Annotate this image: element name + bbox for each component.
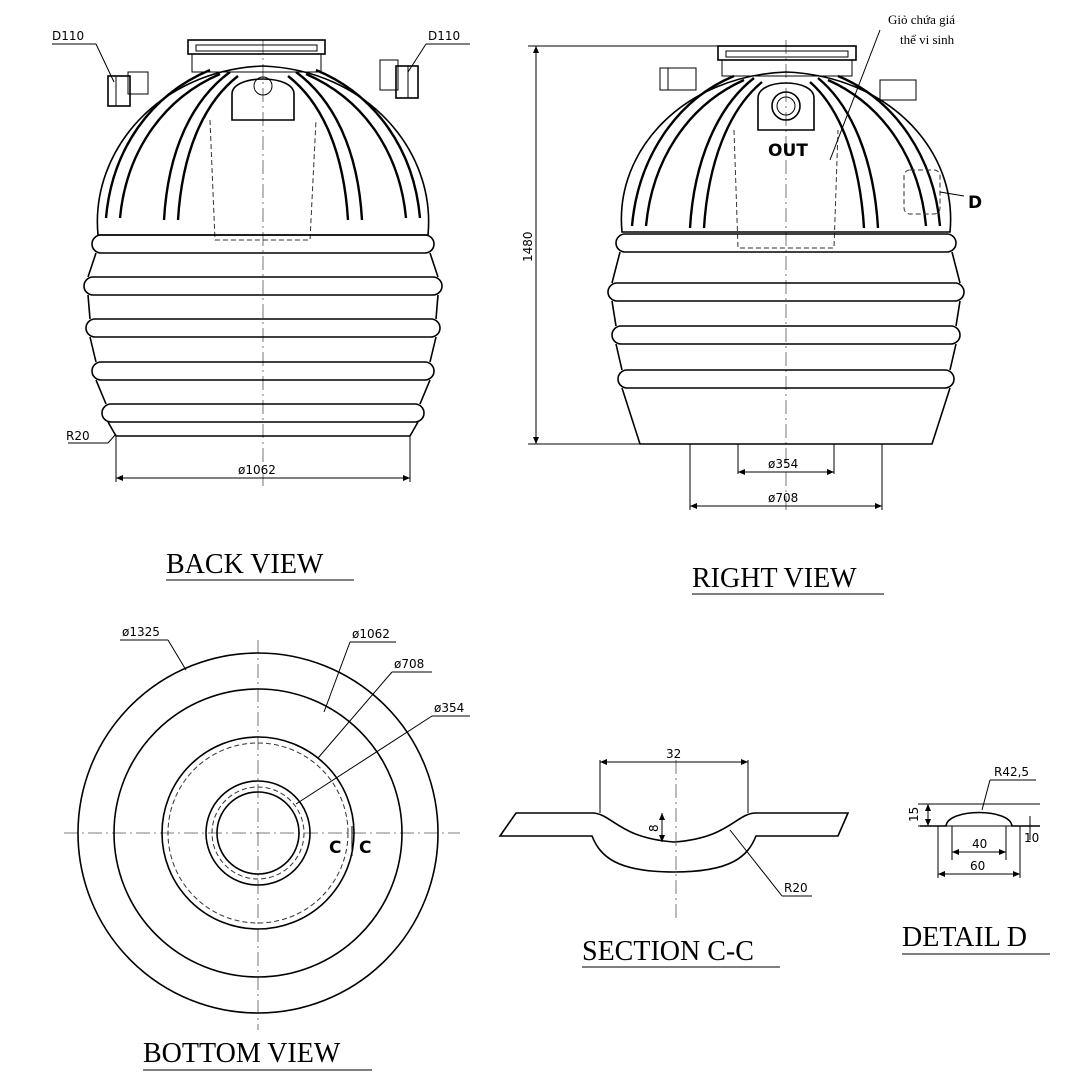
dome-ribs xyxy=(104,68,422,221)
basket-note-line2: thể vi sinh xyxy=(900,32,955,47)
section-mark-left: C xyxy=(329,838,341,858)
section-hatch xyxy=(498,812,850,873)
section-depth-label: 8 xyxy=(647,824,661,832)
detail-height-label: 15 xyxy=(907,807,921,822)
pipe-right xyxy=(395,65,419,99)
right-body-rings xyxy=(607,233,965,445)
detail-outer-width-label: 60 xyxy=(970,859,985,873)
section-title: SECTION C-C xyxy=(582,936,754,967)
detail-inner-width-label: 40 xyxy=(972,837,987,851)
right-dome-ribs xyxy=(630,74,942,229)
detail-ref-label: D xyxy=(968,193,982,213)
back-diameter-label: ø1062 xyxy=(238,463,276,477)
basket-note-line1: Giỏ chứa giá xyxy=(888,12,955,27)
back-radius-label: R20 xyxy=(66,429,90,443)
bottom-d708-label: ø708 xyxy=(394,657,424,671)
right-inner-diameter-label: ø354 xyxy=(768,457,798,471)
tank-body-rings xyxy=(83,234,443,437)
bottom-d1062-label: ø1062 xyxy=(352,627,390,641)
section-radius-label: R20 xyxy=(784,881,808,895)
detail-radius-label: R42,5 xyxy=(994,765,1029,779)
bottom-view: ø1325 ø1062 ø708 ø354 C C BOTTOM VIEW xyxy=(64,625,470,1071)
outlet-label: OUT xyxy=(768,141,808,161)
pipe-left-label: D110 xyxy=(52,29,84,43)
pipe-right-label: D110 xyxy=(428,29,460,43)
ring-354 xyxy=(205,780,311,886)
back-view-title: BACK VIEW xyxy=(166,549,324,580)
bottom-view-title: BOTTOM VIEW xyxy=(143,1038,341,1069)
section-width-label: 32 xyxy=(666,747,681,761)
section-mark-right: C xyxy=(359,838,371,858)
ring-1062 xyxy=(113,688,403,978)
back-view: ø1062 R20 D110 D110 BACK VIEW xyxy=(52,29,470,581)
right-outer-diameter-label: ø708 xyxy=(768,491,798,505)
detail-d: 40 60 15 10 R42,5 DETAIL D xyxy=(902,765,1050,955)
bottom-d354-label: ø354 xyxy=(434,701,464,715)
right-view: OUT D xyxy=(521,12,982,595)
section-cc: 32 8 R20 SECTION C-C xyxy=(498,747,850,968)
detail-thickness-label: 10 xyxy=(1024,831,1039,845)
ring-1325 xyxy=(77,652,439,1014)
height-label: 1480 xyxy=(521,231,535,262)
right-view-title: RIGHT VIEW xyxy=(692,563,857,594)
ring-708 xyxy=(161,736,355,930)
bottom-d1325-label: ø1325 xyxy=(122,625,160,639)
pipe-left xyxy=(107,75,131,107)
detail-title: DETAIL D xyxy=(902,922,1027,953)
